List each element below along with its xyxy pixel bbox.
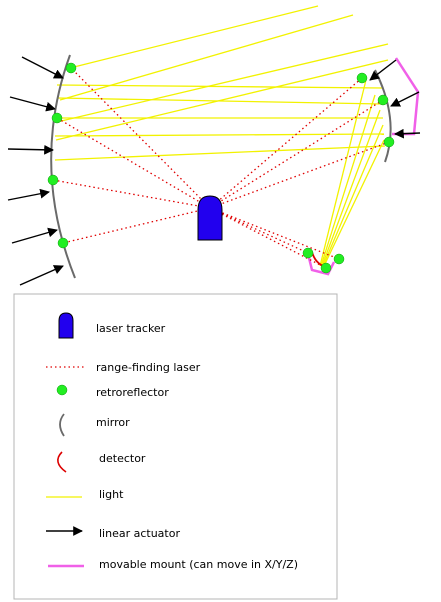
linear-actuator-arrow: [19, 265, 64, 286]
light-ray: [322, 124, 384, 267]
laser-line: [62, 207, 211, 244]
legend-label-linear-actuator: linear actuator: [99, 527, 180, 540]
legend-box: [13, 293, 338, 600]
linear-actuator-arrow: [369, 59, 397, 81]
laser-line: [209, 141, 390, 209]
light-ray: [319, 79, 367, 267]
linear-actuator-arrow: [7, 144, 54, 155]
linear-actuator-arrow: [11, 227, 58, 244]
light-ray: [54, 133, 385, 137]
retroreflectors: [47, 62, 395, 274]
legend-label-detector: detector: [99, 452, 146, 465]
retroreflector: [320, 262, 332, 274]
retroreflector: [47, 174, 59, 186]
light-ray: [55, 59, 389, 141]
retroreflector: [356, 72, 368, 84]
legend-label-movable-mount: movable mount (can move in X/Y/Z): [99, 558, 298, 571]
legend-label-laser-tracker: laser tracker: [96, 322, 166, 335]
legend: laser tracker range-finding laser retror…: [13, 293, 338, 600]
red-hook-icon: [57, 451, 67, 473]
retroreflector: [383, 136, 395, 148]
retroreflector: [333, 253, 345, 265]
right-movable-mount: [392, 57, 420, 136]
laser-line: [70, 67, 211, 209]
light-rays: [54, 5, 389, 267]
left-mirror: [50, 54, 76, 279]
light-ray: [321, 109, 381, 267]
retroreflector: [302, 247, 314, 259]
light-ray: [320, 94, 376, 267]
laser-line: [209, 77, 363, 209]
linear-actuators: [7, 56, 421, 286]
light-ray: [54, 145, 386, 161]
light-ray: [323, 139, 385, 267]
curved-line-icon: [59, 413, 65, 437]
laser-line: [209, 207, 309, 254]
linear-actuator-arrow: [390, 91, 420, 107]
linear-actuator-arrow: [394, 128, 421, 139]
tracker-icon: [58, 312, 74, 339]
light-ray: [56, 84, 383, 89]
laser-line: [209, 207, 340, 260]
retroreflector: [51, 112, 63, 124]
linear-actuator-arrow: [21, 56, 64, 79]
retroreflector: [65, 62, 77, 74]
green-dot-icon: [56, 384, 68, 396]
light-ray: [69, 5, 319, 69]
legend-label-range-finding-laser: range-finding laser: [96, 361, 201, 374]
linear-actuator-arrow: [9, 96, 56, 112]
retroreflector: [57, 237, 69, 249]
light-ray: [57, 97, 383, 105]
legend-label-retroreflector: retroreflector: [96, 386, 169, 399]
legend-label-light: light: [99, 488, 124, 501]
linear-actuator-arrow: [7, 188, 50, 201]
retroreflector: [377, 94, 389, 106]
light-ray: [56, 43, 389, 123]
legend-label-mirror: mirror: [96, 416, 130, 429]
laser-tracker: [197, 195, 223, 241]
